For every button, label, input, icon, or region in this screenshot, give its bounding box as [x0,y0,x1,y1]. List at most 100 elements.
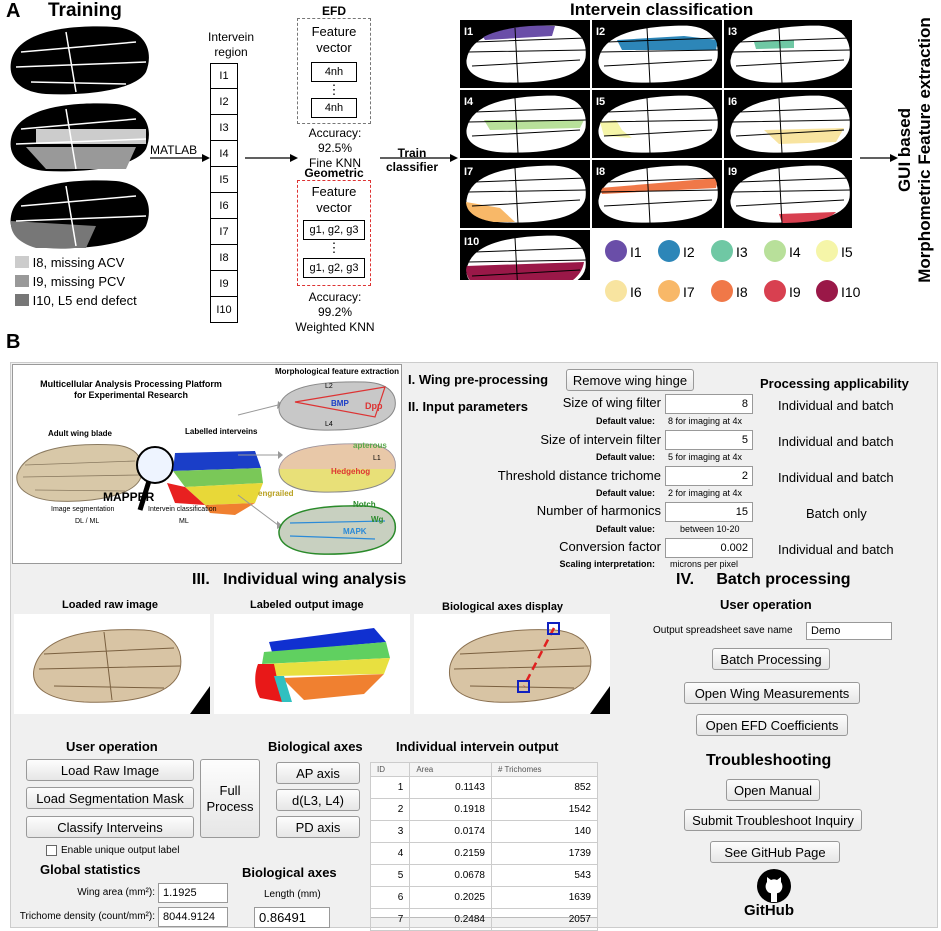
pd-axis-marker-top [547,622,560,635]
param-input-5[interactable]: 0.002 [665,538,753,558]
full-process-line2: Process [206,798,254,814]
remove-hinge-button[interactable]: Remove wing hinge [566,369,694,391]
param-default-key-5: Scaling interpretation: [559,559,655,569]
open-manual-button[interactable]: Open Manual [726,779,820,801]
legend-swatch-3 [15,294,29,306]
class-dot-1 [605,240,627,262]
class-dot-5 [816,240,838,262]
batch-processing-button[interactable]: Batch Processing [712,648,830,670]
mapper-title: Multicellular Analysis Processing Platfo… [31,379,231,401]
mapper-schematic: Multicellular Analysis Processing Platfo… [12,364,402,564]
github-page-button[interactable]: See GitHub Page [710,841,840,863]
batch-user-operation: User operation [720,597,812,612]
length-field[interactable]: 0.86491 [254,907,330,928]
table-cell-trichomes: 1739 [490,842,599,865]
geo-ellipsis: ⋮ [327,240,341,255]
table-header-area[interactable]: Area [409,762,492,777]
open-wing-measurements-button[interactable]: Open Wing Measurements [684,682,860,704]
region-arrow [245,154,298,162]
training-wing-3 [10,180,149,249]
wing-veins [731,97,851,154]
trichome-density-field[interactable]: 8044.9124 [158,907,228,927]
mapper-l1: L1 [373,455,381,462]
class-dot-9 [764,280,786,302]
wing-veins [599,97,719,154]
load-segmentation-mask-button[interactable]: Load Segmentation Mask [26,787,194,809]
training-wing-1 [10,26,149,95]
bio-axes-image [414,614,610,714]
intervein-region-4 [484,120,584,130]
pd-axis-marker-bottom [517,680,530,693]
class-dot-label-4: I4 [789,244,801,260]
class-dot-2 [658,240,680,262]
param-input-2[interactable]: 5 [665,430,753,450]
wing-veins [731,167,851,224]
param-default-val-5: microns per pixel [670,559,739,569]
param-input-4[interactable]: 15 [665,502,753,522]
table-cell-trichomes: 1542 [490,798,599,821]
geo-cell-2: g1, g2, g3 [303,258,365,278]
param-input-3[interactable]: 2 [665,466,753,486]
full-process-button[interactable]: Full Process [200,759,260,838]
enable-unique-checkbox[interactable] [46,845,57,856]
geometric-box [297,180,371,286]
submit-inquiry-button[interactable]: Submit Troubleshoot Inquiry [684,809,862,831]
trichome-density-label: Trichome density (count/mm²): [19,911,155,922]
table-cell-area: 0.1918 [409,798,492,821]
table-cell-trichomes: 1639 [490,886,599,909]
param-default-val-2: 5 for imaging at 4x [668,452,743,462]
intervein-region-10 [465,262,584,280]
table-cell-area: 0.0678 [409,864,492,887]
table-header-id[interactable]: ID [369,762,411,777]
load-raw-image-button[interactable]: Load Raw Image [26,759,194,781]
table-header-row: ID Area # Trichomes [369,762,599,777]
mapper-notch: Notch [353,500,376,509]
intervein-region-label: Intervein region [200,30,262,60]
mapper-arrows [237,401,283,529]
param-app-5: Individual and batch [778,542,894,557]
intervein-region-2 [617,36,718,50]
mapper-dl-ml: DL / ML [75,518,100,525]
output-sheet-input[interactable]: Demo [806,622,892,640]
class-label-5: I5 [596,96,606,108]
mapper-l4: L4 [325,421,333,428]
intervein-region-3 [754,40,794,49]
enable-unique-row[interactable]: Enable unique output label [46,845,179,856]
labeled-output-label: Labeled output image [250,599,364,611]
param-default-key-1: Default value: [595,416,655,426]
intervein-region-5 [600,120,632,138]
pd-axis-button[interactable]: PD axis [276,816,360,838]
classify-interveins-button[interactable]: Classify Interveins [26,816,194,838]
classification-cell-1 [460,20,590,88]
param-default-val-3: 2 for imaging at 4x [668,488,743,498]
intervein-region-8 [600,178,718,194]
table-cell-area: 0.0174 [409,820,492,843]
intervein-region-6 [764,128,844,144]
efd-cell-1: 4nh [311,62,357,82]
wing-area-field[interactable]: 1.1925 [158,883,228,903]
intervein-classification-title: Intervein classification [570,0,754,19]
d-l3-l4-button[interactable]: d(L3, L4) [276,789,360,811]
param-input-1[interactable]: 8 [665,394,753,414]
mapper-image-seg: Image segmentation [51,506,115,513]
classification-cell-2 [592,20,722,88]
table-header-trichomes[interactable]: # Trichomes [490,762,599,777]
region-cell-5: I5 [210,167,238,193]
morph-wing-1 [278,381,396,431]
class-dot-3 [711,240,733,262]
open-efd-coefficients-button[interactable]: Open EFD Coefficients [696,714,848,736]
class-dot-label-9: I9 [789,284,801,300]
ap-axis-button[interactable]: AP axis [276,762,360,784]
class-label-8: I8 [596,166,606,178]
intervein-region-line1: Intervein [207,30,255,44]
preproc-title: I. Wing pre-processing [408,372,549,387]
param-label-1: Size of wing filter [562,395,661,410]
